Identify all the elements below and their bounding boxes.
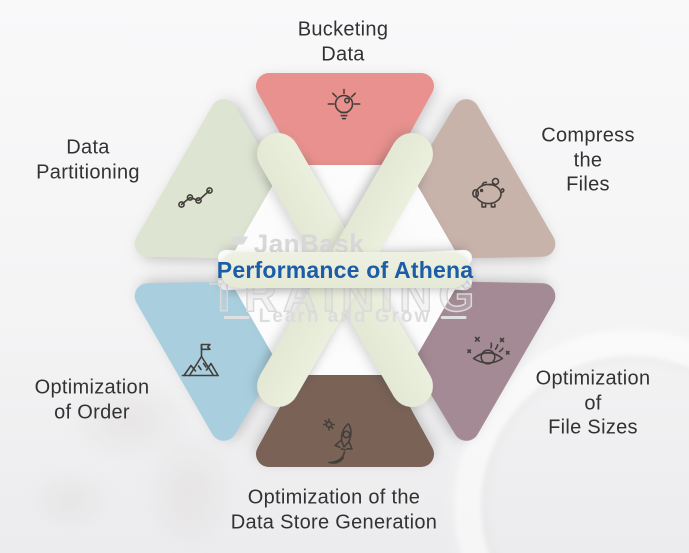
center-title-band: Performance of Athena (216, 252, 474, 288)
mountain-flag-icon (172, 330, 228, 386)
segment-triangle-bucketing-data (256, 73, 434, 237)
piggy-bank-icon (460, 164, 516, 220)
label-compress-files: Compress the Files (541, 124, 635, 196)
label-bucketing-data: Bucketing Data (297, 18, 389, 66)
line-chart-icon (168, 166, 224, 222)
label-file-sizes: Optimization of File Sizes (535, 367, 651, 439)
label-data-store-generation: Optimization of the Data Store Generatio… (230, 486, 438, 534)
label-data-partitioning: Data Partitioning (36, 136, 140, 184)
rocket-icon (317, 412, 373, 468)
eye-icon (460, 324, 516, 380)
label-optimization-of-order: Optimization of Order (34, 376, 150, 424)
segment-triangle-data-store (256, 303, 434, 467)
lightbulb-icon (316, 79, 372, 135)
diagram-title: Performance of Athena (216, 256, 474, 283)
